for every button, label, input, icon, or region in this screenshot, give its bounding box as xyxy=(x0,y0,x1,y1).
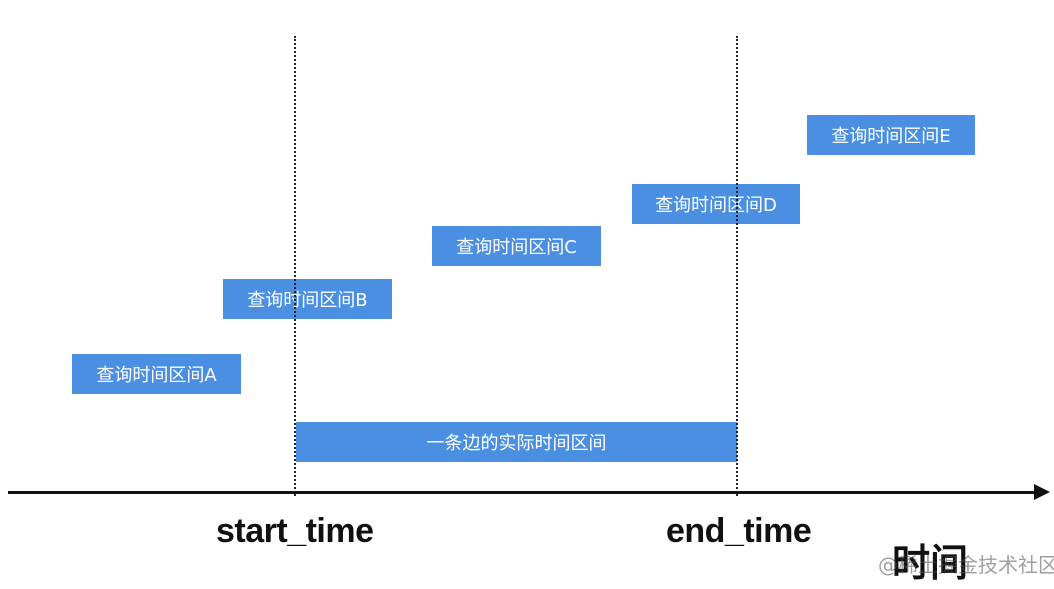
axis-arrow-icon xyxy=(1034,484,1050,500)
query-interval-c: 查询时间区间C xyxy=(432,226,601,266)
end-time-label: end_time xyxy=(666,512,812,550)
query-interval-b-label: 查询时间区间B xyxy=(247,290,368,311)
query-interval-a-label: 查询时间区间A xyxy=(96,365,217,386)
watermark: @稀土掘金技术社区 xyxy=(878,553,1054,577)
query-interval-d-label: 查询时间区间D xyxy=(655,195,777,216)
query-interval-b: 查询时间区间B xyxy=(223,279,392,319)
axis-title: 时间 xyxy=(892,541,969,585)
query-interval-d: 查询时间区间D xyxy=(632,184,800,224)
actual-interval-bar: 一条边的实际时间区间 xyxy=(296,422,737,462)
query-interval-a: 查询时间区间A xyxy=(72,354,241,394)
start-time-label: start_time xyxy=(216,512,374,550)
query-interval-c-label: 查询时间区间C xyxy=(456,237,577,258)
start-time-line xyxy=(294,36,296,496)
actual-interval-label: 一条边的实际时间区间 xyxy=(426,433,607,454)
query-interval-e-label: 查询时间区间E xyxy=(831,126,951,147)
query-interval-e: 查询时间区间E xyxy=(807,115,975,155)
end-time-line xyxy=(736,36,738,496)
time-axis xyxy=(8,491,1038,494)
